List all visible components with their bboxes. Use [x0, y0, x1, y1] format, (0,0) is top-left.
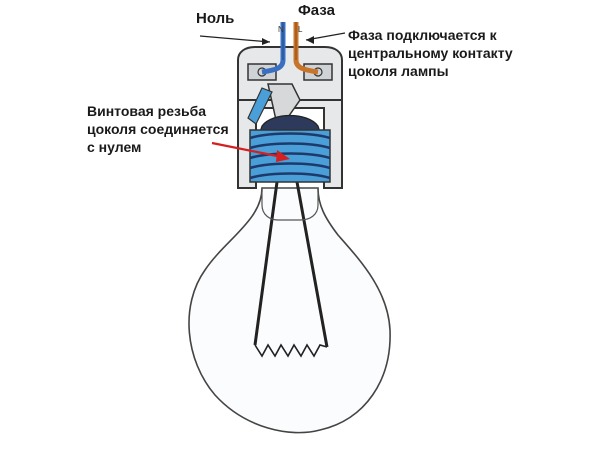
support-wire-right — [295, 181, 329, 348]
support-wire-left — [253, 181, 279, 346]
neutral-wire — [261, 22, 286, 75]
thread-pointer-head — [276, 150, 290, 162]
filament — [254, 343, 328, 358]
phase-wire — [293, 22, 319, 75]
phase-description: Фаза подключается к центральному контакт… — [348, 27, 513, 79]
phase-label: Фаза — [298, 2, 335, 19]
wire-n-marker: N — [278, 25, 284, 34]
thread-coils — [249, 132, 331, 180]
contact-strip — [267, 83, 301, 121]
wire-l-marker: L — [298, 25, 303, 34]
glass-bulb — [188, 187, 391, 434]
neutral-label: Ноль — [196, 10, 235, 27]
neutral-pointer — [199, 35, 271, 43]
neutral-contact-tab — [247, 87, 273, 125]
thread-pointer — [211, 141, 283, 159]
thread-description: Винтовая резьба цоколя соединяется с нул… — [87, 103, 229, 155]
glass-neck — [261, 188, 319, 221]
